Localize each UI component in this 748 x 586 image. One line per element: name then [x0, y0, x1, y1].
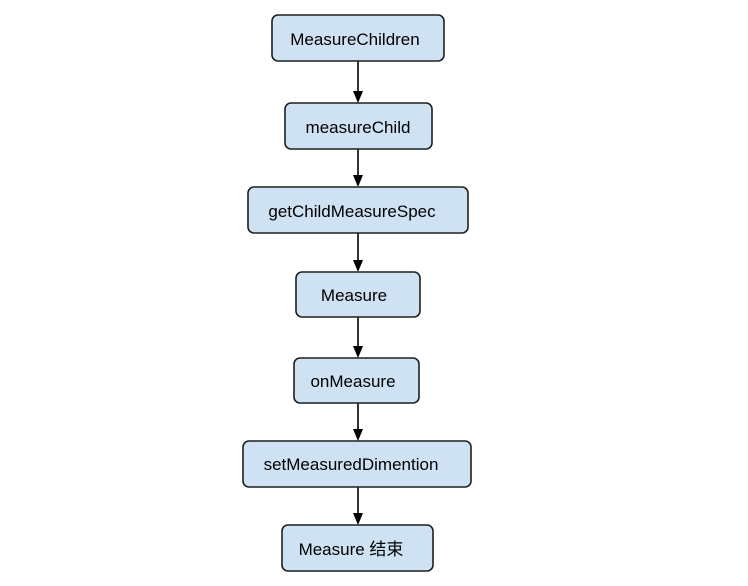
arrow-measurechildren-to-measurechild	[353, 61, 363, 103]
node-label-setmeasureddimention: setMeasuredDimention	[264, 455, 439, 474]
arrow-measurechild-to-getchildmeasurespec	[353, 149, 363, 187]
node-label-measure: Measure	[321, 286, 387, 305]
arrow-onmeasure-to-setmeasureddimention	[353, 403, 363, 441]
arrow-measure-to-onmeasure	[353, 317, 363, 358]
node-onmeasure: onMeasure	[293, 357, 420, 404]
node-label-onmeasure: onMeasure	[310, 372, 395, 391]
node-measurechildren: MeasureChildren	[271, 14, 445, 62]
arrow-getchildmeasurespec-to-measure	[353, 233, 363, 272]
node-getchildmeasurespec: getChildMeasureSpec	[247, 186, 469, 234]
node-measurechild: measureChild	[284, 102, 433, 150]
arrow-setmeasureddimention-to-measure-end	[353, 487, 363, 525]
node-measure: Measure	[295, 271, 421, 318]
node-setmeasureddimention: setMeasuredDimention	[242, 440, 472, 488]
node-label-measurechildren: MeasureChildren	[290, 30, 419, 49]
node-label-measurechild: measureChild	[306, 118, 411, 137]
node-measure-end: Measure 结束	[281, 524, 434, 572]
node-label-getchildmeasurespec: getChildMeasureSpec	[268, 202, 436, 221]
node-label-measure-end: Measure 结束	[299, 540, 404, 559]
